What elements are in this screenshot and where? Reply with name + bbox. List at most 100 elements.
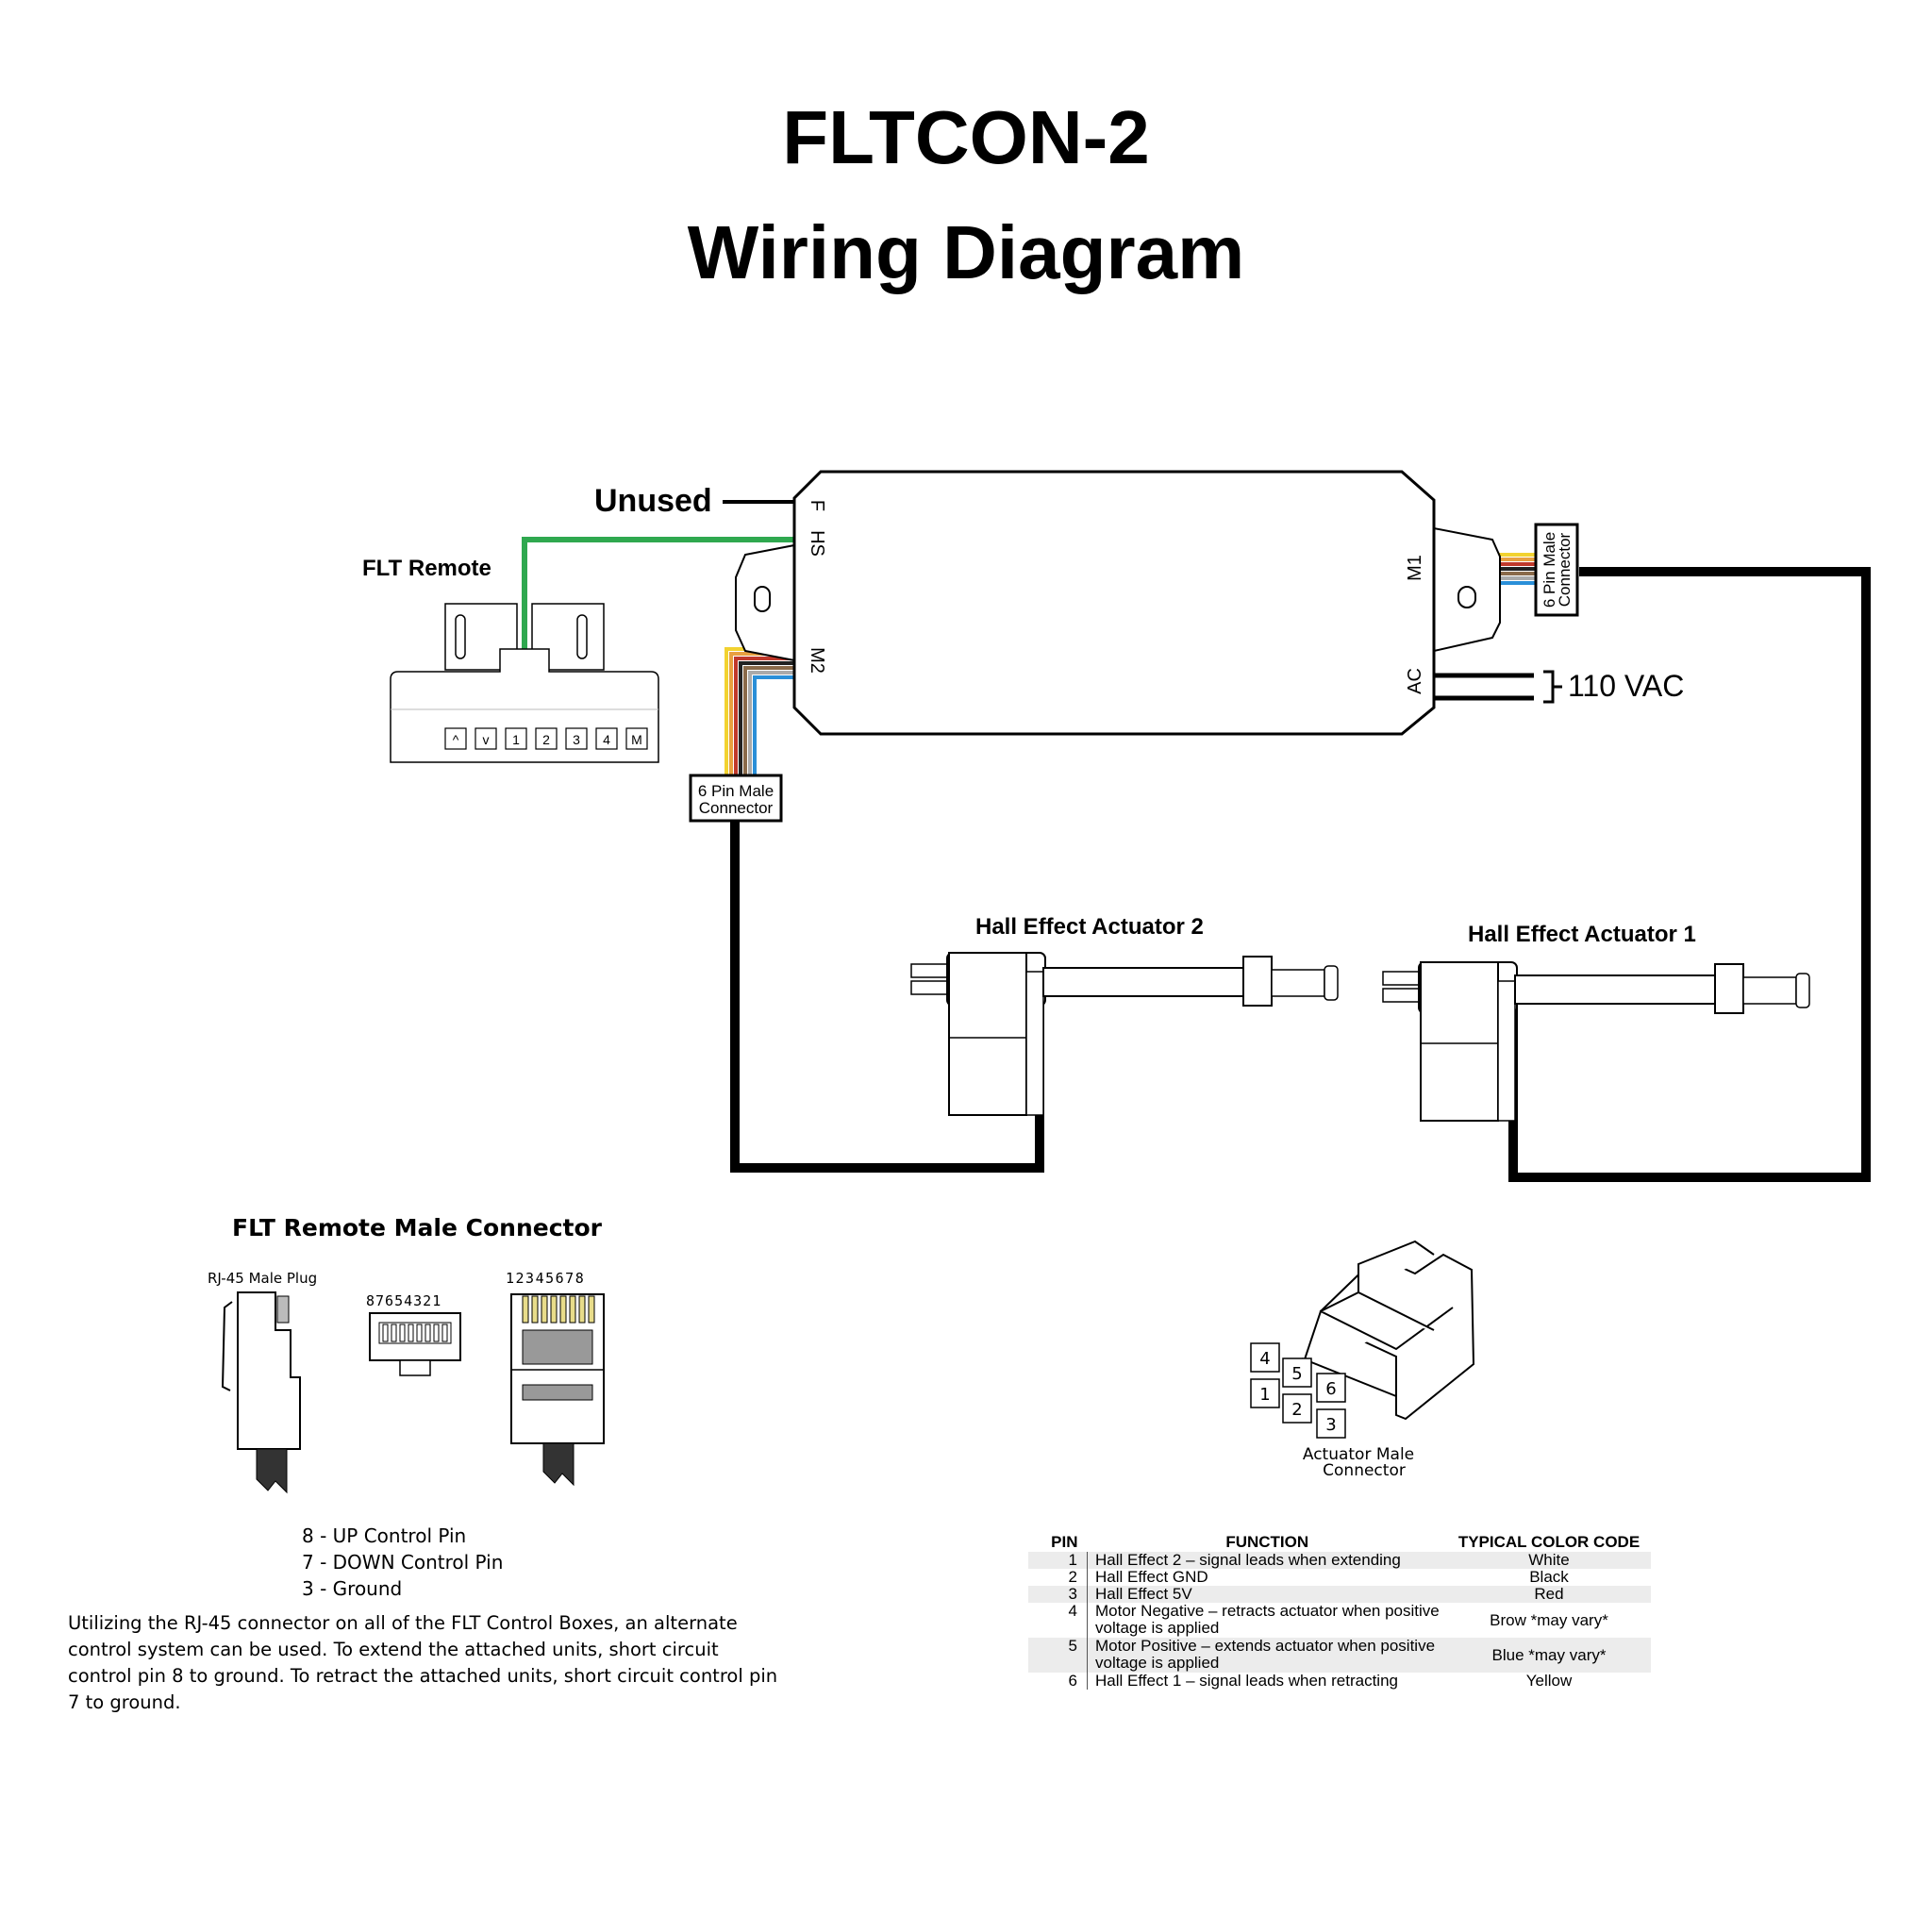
actuator-connector-label-2: Connector [1323,1461,1406,1480]
pin-number: 6 [1028,1673,1088,1690]
pin-color: White [1447,1552,1651,1569]
svg-text:2: 2 [542,732,550,747]
port-label-ac: AC [1405,668,1425,694]
pin-color: Yellow [1525,1672,1573,1690]
pin-number: 1 [1028,1552,1088,1569]
ac-bracket [1543,670,1562,704]
m2-wire [739,661,794,775]
actuator-pin-cell: 3 [1316,1408,1346,1439]
table-row: 4 Motor Negative – retracts actuator whe… [1028,1603,1651,1638]
flt-remote-label: FLT Remote [362,556,491,581]
svg-text:1: 1 [1259,1385,1270,1405]
port-label-m1: M1 [1405,555,1425,581]
table-row: 1 Hall Effect 2 – signal leads when exte… [1028,1552,1651,1569]
m1-connector-label-1: 6 Pin Male [1541,532,1558,608]
left-tab-slot [754,586,771,612]
svg-text:3: 3 [1325,1415,1336,1435]
pin-function: Hall Effect GND [1095,1568,1208,1586]
port-label-hs: HS [807,530,827,557]
pin-note-down: 7 - DOWN Control Pin [302,1551,504,1574]
rj45-plug-label: RJ-45 Male Plug [208,1270,317,1287]
m2-wire [748,671,794,775]
m2-connector-label-2: Connector [699,799,774,817]
table-row: 6 Hall Effect 1 – signal leads when retr… [1028,1673,1651,1690]
pin-number: 3 [1028,1586,1088,1603]
actuator-pin-cell: 5 [1282,1357,1312,1388]
pin-color: Red [1447,1586,1651,1603]
actuator-pin-cell: 4 [1250,1342,1280,1373]
port-label-m2: M2 [807,647,827,674]
control-box-body [792,470,1436,736]
pin-function: Motor Negative – retracts actuator when … [1095,1602,1440,1637]
pin-number: 4 [1028,1603,1088,1638]
remote-button[interactable]: 4 [595,727,618,750]
unused-label: Unused [594,483,712,519]
rj45-end-view [369,1312,461,1376]
table-row: 2 Hall Effect GND Black [1028,1569,1651,1586]
page-title-line-2: Wiring Diagram [687,210,1245,294]
hall-effect-actuator-1 [1382,961,1810,1122]
actuator-2-label: Hall Effect Actuator 2 [975,914,1204,940]
pin-function: Hall Effect 1 – signal leads when retrac… [1095,1672,1398,1690]
hs-wire [522,537,794,649]
actuator-connector-label-1: Actuator Male [1303,1445,1414,1464]
remote-button[interactable]: 2 [535,727,558,750]
m2-wire [753,675,794,775]
m2-wire [734,657,794,775]
actuator-pin-grid: 4 5 6 1 2 3 [1250,1342,1346,1439]
rj45-pins-forward: 12345678 [506,1270,585,1287]
m1-connector-box [1534,523,1579,617]
svg-text:3: 3 [573,732,580,747]
rj45-pins-reverse: 87654321 [366,1292,441,1309]
pin-note-up: 8 - UP Control Pin [302,1524,467,1547]
actuator-pin-cell: 1 [1250,1378,1280,1408]
rj45-side-view [221,1291,301,1494]
svg-text:6: 6 [1325,1379,1336,1399]
m2-wire-bundle [724,647,794,775]
pin-color: Black [1529,1568,1569,1586]
hall-effect-actuator-2 [910,952,1339,1116]
m2-wire [743,666,794,775]
table-header-pin: PIN [1051,1533,1078,1551]
svg-text:2: 2 [1291,1400,1302,1420]
remote-button[interactable]: v [475,727,497,750]
pin-number: 2 [1028,1569,1088,1586]
pin-color: Blue *may vary* [1447,1638,1651,1673]
svg-text:M: M [631,732,642,747]
svg-text:4: 4 [603,732,610,747]
svg-text:5: 5 [1291,1364,1302,1384]
actuator-pin-cell: 2 [1282,1393,1312,1424]
actuator-male-connector [1301,1240,1475,1421]
remote-button[interactable]: ^ [444,727,467,750]
pin-number: 5 [1028,1638,1088,1673]
control-box-left-tab [735,544,795,661]
pin-note-ground: 3 - Ground [302,1577,403,1600]
rj45-pin-notes: 8 - UP Control Pin 7 - DOWN Control Pin … [302,1523,503,1602]
pin-color: Brow *may vary* [1490,1610,1608,1629]
port-label-f: F [807,500,827,511]
pin-function-table: PIN FUNCTION TYPICAL COLOR CODE 1 Hall E… [1028,1531,1652,1690]
table-row: 3 Hall Effect 5V Red [1028,1586,1651,1603]
right-tab-slot [1457,586,1476,608]
actuator-1-label: Hall Effect Actuator 1 [1468,922,1696,947]
m2-connector-label-1: 6 Pin Male [698,782,774,800]
table-row: 5 Motor Positive – extends actuator when… [1028,1638,1651,1673]
m2-connector-box [689,774,783,823]
ac-power-label: 110 VAC [1568,669,1684,703]
m1-cable [1508,567,1871,1182]
remote-button[interactable]: 1 [505,727,527,750]
pin-function: Motor Positive – extends actuator when p… [1087,1638,1447,1673]
rj45-description: Utilizing the RJ-45 connector on all of … [68,1612,778,1713]
pin-function: Hall Effect 5V [1087,1586,1447,1603]
svg-text:v: v [483,732,490,747]
m1-connector-label-2: Connector [1556,532,1574,607]
svg-text:4: 4 [1259,1349,1270,1369]
remote-button[interactable]: 3 [565,727,588,750]
table-header-color: TYPICAL COLOR CODE [1457,1533,1641,1551]
rj45-heading: FLT Remote Male Connector [232,1214,603,1241]
remote-button[interactable]: M [625,727,648,750]
page-title-line-1: FLTCON-2 [782,95,1150,179]
actuator-pin-cell: 6 [1316,1373,1346,1403]
